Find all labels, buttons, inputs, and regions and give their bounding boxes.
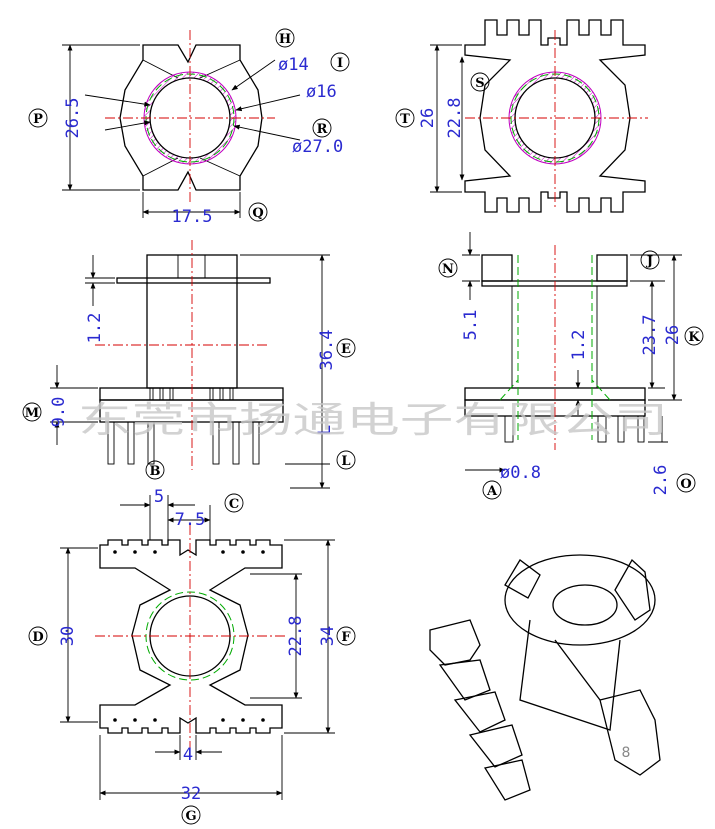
dim-22-8-top-right: 22.8 (445, 98, 465, 139)
label-I: I (337, 56, 343, 71)
label-J: J (646, 254, 653, 269)
label-T: T (400, 112, 410, 127)
company-watermark: 东莞市扬通电子有限公司 (78, 400, 668, 441)
label-Q: Q (252, 206, 263, 221)
bottom-left-view: 5 7.5 30 22.8 34 4 32 C D F G (28, 487, 356, 825)
isometric-view: 8 (429, 554, 661, 801)
dim-1-2-left: 1.2 (85, 313, 105, 344)
top-right-view: 26 22.8 S T (395, 19, 648, 213)
label-G: G (185, 809, 196, 824)
dim-9-0: 9.0 (49, 397, 69, 428)
dim-2-6: 2.6 (651, 465, 671, 496)
dim-d27: ø27.0 (292, 137, 343, 157)
dim-34: 34 (318, 626, 338, 646)
label-O: O (680, 477, 691, 492)
label-N: N (442, 262, 454, 277)
dim-7-5: 7.5 (175, 510, 206, 530)
dim-26-middle-right: 26 (663, 325, 683, 345)
label-K: K (688, 330, 700, 345)
dim-30: 30 (58, 626, 78, 646)
pin-holes (113, 550, 265, 722)
middle-right-view: 5.1 1.2 23.7 26 ø0.8 2.6 N J K A O (438, 232, 704, 500)
label-L: L (341, 454, 350, 469)
label-B: B (150, 464, 161, 479)
dim-32: 32 (181, 784, 201, 804)
dim-26-top-right: 26 (418, 108, 438, 128)
dim-36-4: 36.4 (317, 330, 337, 371)
dim-17-5: 17.5 (172, 207, 213, 227)
middle-left-view: 1.2 36.4 9.0 L E M B L (22, 240, 356, 489)
label-H: H (279, 32, 291, 47)
dim-23-7: 23.7 (640, 315, 660, 356)
dim-26-5: 26.5 (63, 98, 83, 139)
label-D: D (32, 630, 43, 645)
label-F: F (341, 630, 351, 645)
top-left-view: 26.5 17.5 ø14 ø16 ø27.0 H I R P Q (28, 28, 350, 227)
pins-left (107, 387, 260, 465)
dim-5-1: 5.1 (461, 310, 481, 341)
dim-d16: ø16 (306, 82, 337, 102)
dim-4: 4 (183, 745, 193, 765)
dim-5: 5 (154, 487, 164, 507)
dim-d14: ø14 (278, 55, 309, 75)
label-R: R (317, 122, 328, 137)
part-number: 8 (622, 745, 631, 761)
label-M: M (25, 406, 39, 421)
label-S: S (475, 76, 484, 91)
dim-1-2-right: 1.2 (569, 330, 589, 361)
dim-L: L (315, 425, 335, 435)
label-A: A (486, 484, 498, 499)
label-E: E (341, 342, 351, 357)
dim-d0-8: ø0.8 (500, 463, 541, 483)
label-C: C (229, 497, 239, 512)
dim-22-8-bottom: 22.8 (286, 616, 306, 657)
pins-right (504, 415, 645, 443)
label-P: P (33, 112, 43, 127)
